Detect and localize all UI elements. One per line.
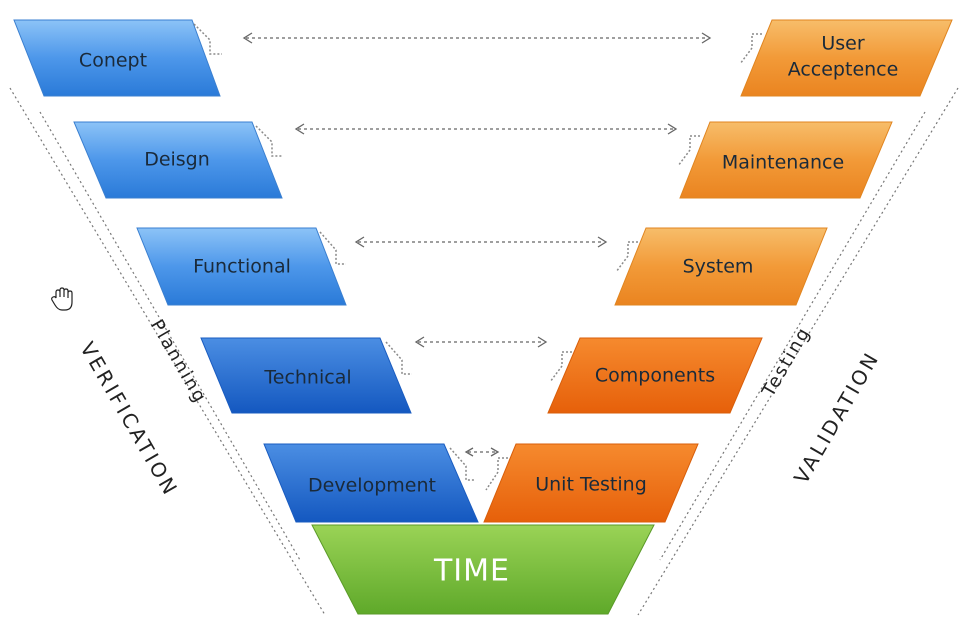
time-block: TIME <box>311 524 655 615</box>
stage-label-components: Components <box>595 365 715 387</box>
left-stage-2: Deisgn <box>73 121 283 199</box>
planning-label: Planning <box>146 316 211 408</box>
right-inner-guide <box>659 111 926 561</box>
hand-cursor-icon <box>51 287 73 311</box>
right-stage-5: Unit Testing <box>483 443 699 523</box>
left-stage-5: Development <box>263 443 479 523</box>
left-stage-3: Functional <box>136 227 347 306</box>
connector-5 <box>464 447 500 457</box>
right-stage-4: Components <box>547 337 763 414</box>
left-stage-4: Technical <box>200 337 412 414</box>
validation-label: VALIDATION <box>789 347 884 488</box>
stage-label-technical: Technical <box>263 367 351 389</box>
stage-label-acceptence: Acceptence <box>788 59 899 81</box>
left-outer-guide <box>9 87 326 616</box>
stage-label-development: Development <box>308 475 436 497</box>
connector-4 <box>414 336 548 348</box>
right-stage-3: System <box>614 227 828 306</box>
stage-label-functional: Functional <box>193 256 291 278</box>
connector-2 <box>294 123 678 135</box>
left-inner-guide <box>39 111 301 561</box>
stage-label-unit-testing: Unit Testing <box>535 474 647 496</box>
stage-label-user: User <box>821 33 864 55</box>
right-stage-1: User Acceptence <box>739 19 953 97</box>
stage-label-deisgn: Deisgn <box>144 149 210 171</box>
stage-label-conept: Conept <box>79 50 147 72</box>
left-stage-1: Conept <box>13 19 222 97</box>
stage-label-maintenance: Maintenance <box>722 152 844 174</box>
stage-label-system: System <box>683 256 754 278</box>
time-label: TIME <box>433 554 510 589</box>
connector-1 <box>242 32 712 44</box>
right-stage-2: Maintenance <box>677 121 893 199</box>
testing-label: Testing <box>758 323 815 401</box>
connector-3 <box>354 236 608 248</box>
